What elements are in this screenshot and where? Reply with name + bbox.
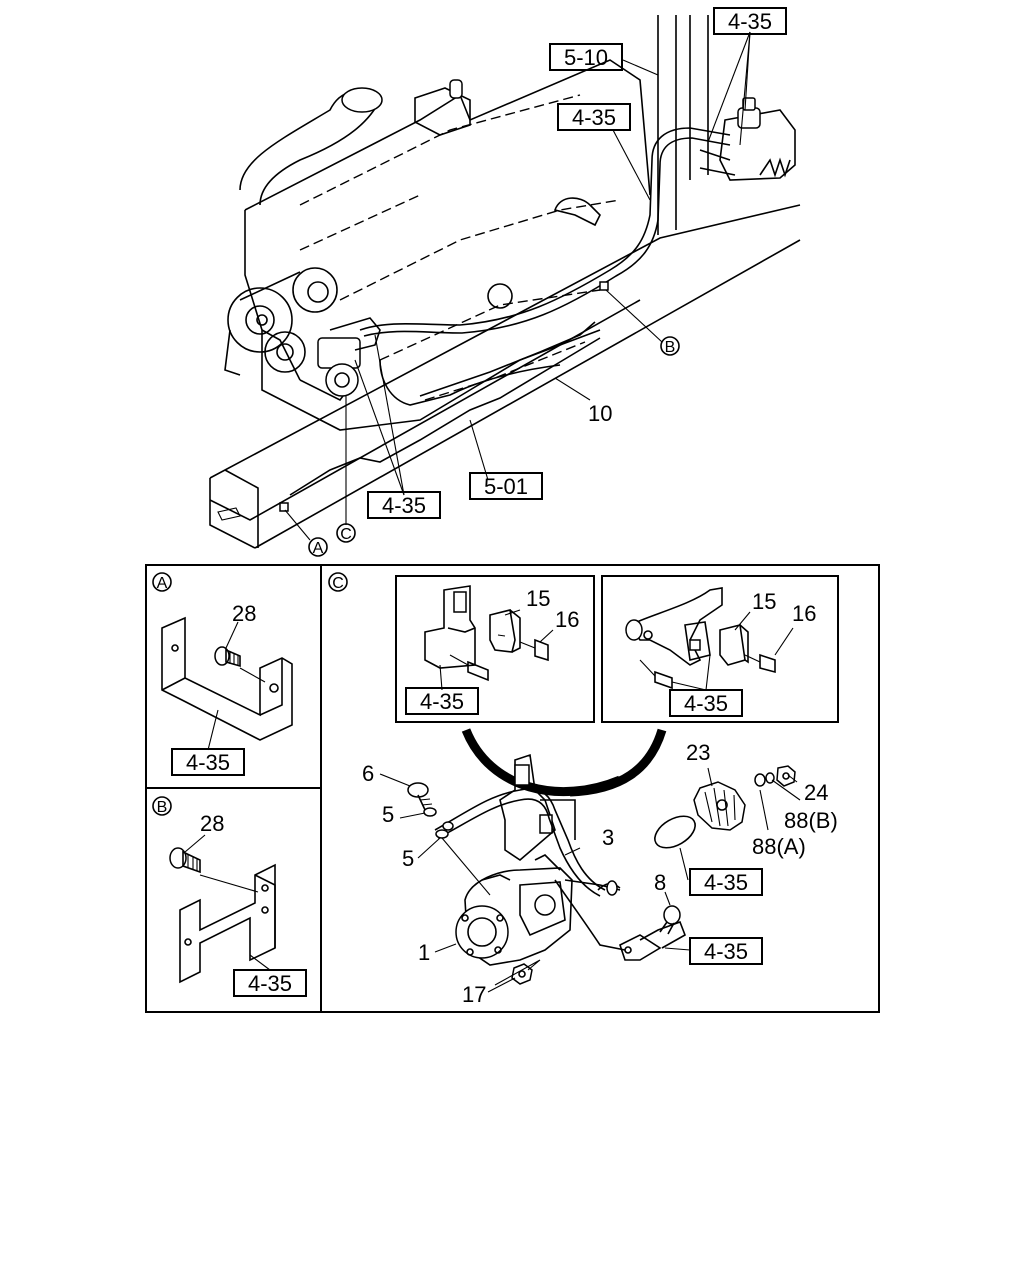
panel-b-callout: B xyxy=(157,799,168,816)
part-label-17: 17 xyxy=(462,982,486,1007)
drive-gear-23 xyxy=(693,781,746,831)
ref-box-5-10: 5-10 xyxy=(549,43,623,71)
part-label-10: 10 xyxy=(588,401,612,426)
ref-box-4-35-engine: 4-35 xyxy=(367,491,441,519)
reservoir-in-situ xyxy=(699,97,796,181)
ref-box-4-35-oring: 4-35 xyxy=(689,868,763,896)
svg-text:4-35: 4-35 xyxy=(704,870,748,895)
ref-box-5-01: 5-01 xyxy=(469,472,543,500)
svg-text:4-35: 4-35 xyxy=(572,105,616,130)
ref-box-4-35-top: 4-35 xyxy=(713,7,787,35)
detail-arc-left xyxy=(461,728,622,796)
part-label-3: 3 xyxy=(602,825,614,850)
panel-a-callout: A xyxy=(157,575,168,592)
panel-c-callout: C xyxy=(332,575,344,592)
part-label-28-b: 28 xyxy=(200,811,224,836)
part-label-8: 8 xyxy=(654,870,666,895)
detail-inset-right: 15 16 4-35 xyxy=(601,575,839,723)
ref-box-4-35-flange: 4-35 xyxy=(689,937,763,965)
part-label-16-left: 16 xyxy=(555,607,579,632)
pump-exploded-view xyxy=(379,753,801,993)
part-label-24: 24 xyxy=(804,780,828,805)
part-label-6: 6 xyxy=(362,761,374,786)
detail-arc-right xyxy=(569,728,667,797)
part-label-1: 1 xyxy=(418,940,430,965)
svg-text:5-01: 5-01 xyxy=(484,474,528,499)
panel-b: B 28 4-35 xyxy=(152,796,307,997)
callout-a-top: A xyxy=(308,537,328,557)
bracket-b-illustration xyxy=(179,863,276,984)
svg-text:A: A xyxy=(313,540,324,557)
part-label-15-right: 15 xyxy=(752,589,776,614)
part-label-28-a: 28 xyxy=(232,601,256,626)
detail-inset-left: 15 16 4-35 xyxy=(395,575,595,723)
steering-pump-in-situ xyxy=(317,317,381,397)
bolt-28-b xyxy=(169,847,201,874)
part-label-23: 23 xyxy=(686,740,710,765)
part-label-16-right: 16 xyxy=(792,601,816,626)
svg-text:4-35: 4-35 xyxy=(728,9,772,34)
svg-text:B: B xyxy=(665,339,676,356)
panel-a: A 28 4-35 xyxy=(152,572,293,776)
svg-text:5-10: 5-10 xyxy=(564,45,608,70)
svg-text:4-35: 4-35 xyxy=(704,939,748,964)
bracket-a-illustration xyxy=(161,616,293,741)
ref-box-4-35-panel-a: 4-35 xyxy=(186,750,230,775)
ref-box-4-35-pipe: 4-35 xyxy=(557,103,631,131)
part-label-88a: 88(A) xyxy=(752,834,806,859)
svg-text:4-35: 4-35 xyxy=(382,493,426,518)
part-label-15-left: 15 xyxy=(526,586,550,611)
callout-c-top: C xyxy=(336,523,356,543)
ref-box-4-35-detail-left: 4-35 xyxy=(420,689,464,714)
callout-b-top: B xyxy=(660,336,680,356)
bolt-28-a xyxy=(214,646,241,668)
panel-c: C 15 16 4-35 xyxy=(328,572,839,1007)
engine-overview-illustration xyxy=(209,15,801,549)
ref-box-4-35-detail-right: 4-35 xyxy=(684,691,728,716)
part-label-5-lower: 5 xyxy=(402,846,414,871)
part-label-88b: 88(B) xyxy=(784,808,838,833)
svg-text:C: C xyxy=(340,526,352,543)
ref-box-4-35-panel-b: 4-35 xyxy=(248,971,292,996)
part-label-5-upper: 5 xyxy=(382,802,394,827)
